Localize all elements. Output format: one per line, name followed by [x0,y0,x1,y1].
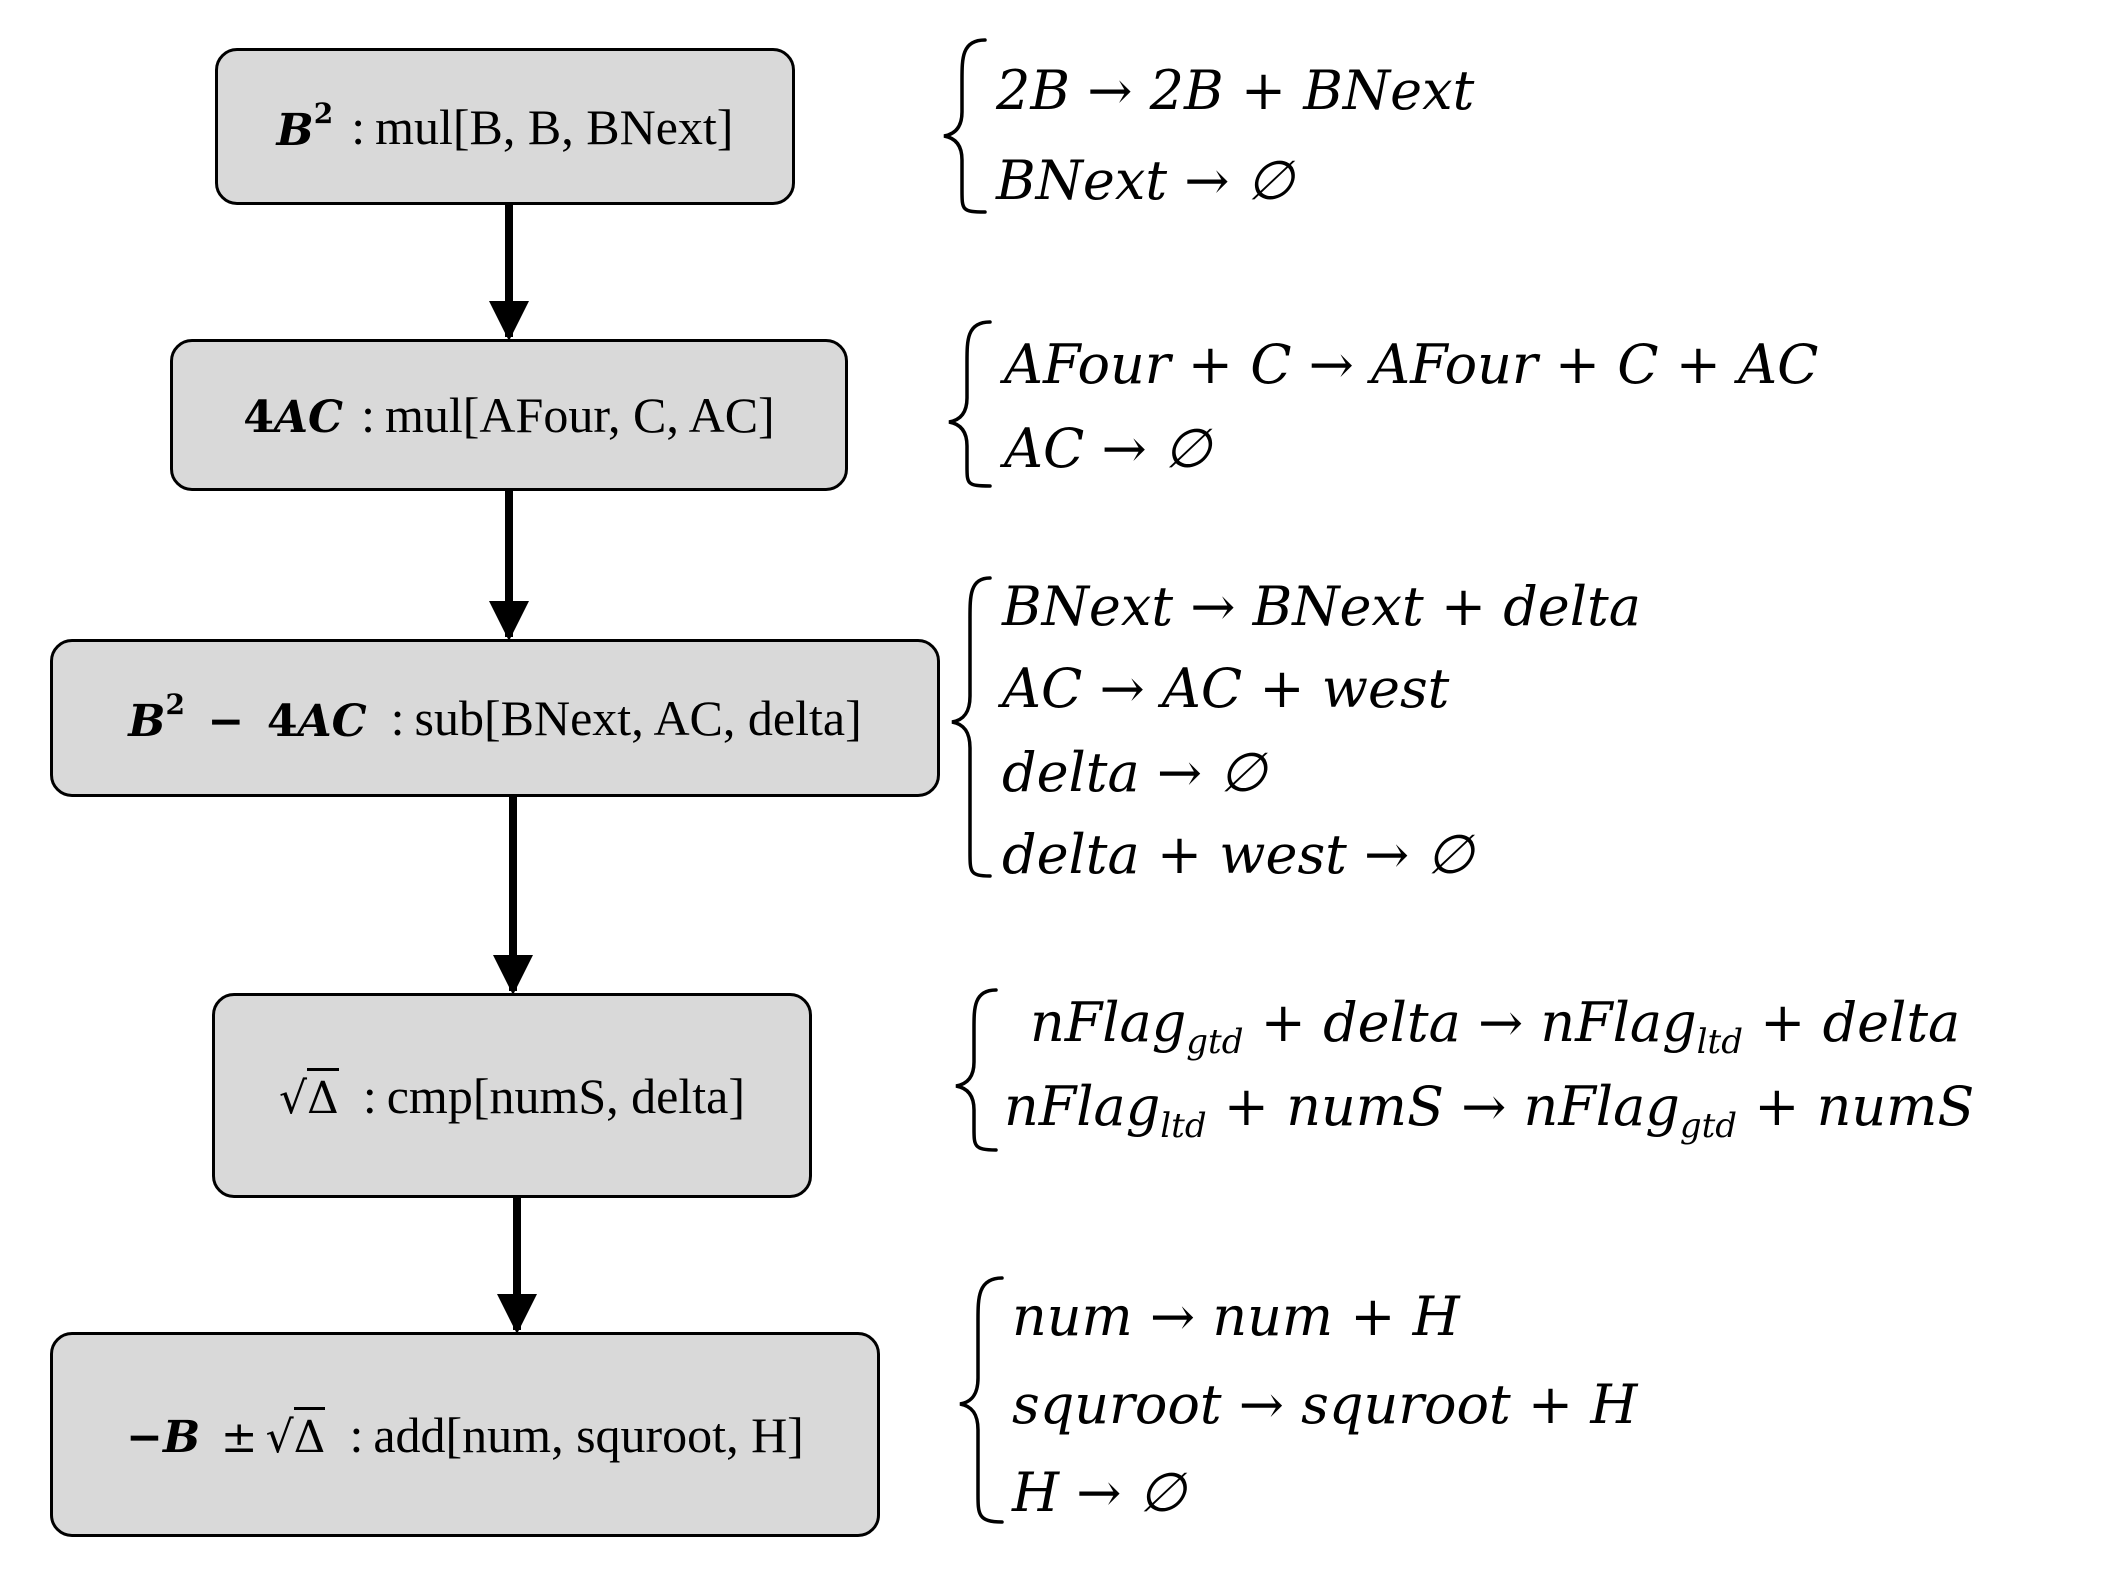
reaction-step4-line2: nFlagltd + numS → nFlaggtd + numS [1004,1075,1975,1146]
step-box-b-squared: B2 : mul[B, B, BNext] [215,48,795,205]
reaction-step1-line1: 2B → 2B + BNext [996,59,1475,122]
expr-four-ac: 4AC [243,392,344,443]
step-box-sqrt-delta: √Δ : cmp[numS, delta] [212,993,812,1198]
reaction-step2-line2: AC → ∅ [1004,417,1211,480]
reaction-braces [943,38,1004,1524]
reaction-step4-line1: nFlaggtd + delta → nFlagltd + delta [1030,991,1961,1062]
expr-sqrt-delta: √Δ [279,1067,339,1125]
brace-step3 [951,576,992,878]
step-command: add[num, squroot, H] [373,1406,804,1463]
step-command: sub[BNext, AC, delta] [414,690,862,746]
step-box-neg-b-pm-sqrt: −B ±√Δ : add[num, squroot, H] [50,1332,880,1537]
colon: : [349,1406,364,1463]
colon: : [390,690,405,746]
step-box-four-ac: 4AC : mul[AFour, C, AC] [170,339,848,491]
reaction-step5-line1: num → num + H [1012,1285,1460,1348]
reaction-step3-line3: delta → ∅ [1002,741,1267,804]
brace-step1 [943,38,987,214]
reaction-step5-line2: squroot → squroot + H [1012,1373,1638,1436]
brace-step4 [955,988,998,1152]
colon: : [351,98,366,155]
reaction-step1-line2: BNext → ∅ [996,149,1294,212]
step-box-discriminant: B2 − 4AC : sub[BNext, AC, delta] [50,639,940,797]
brace-step2 [948,320,992,488]
reaction-step2-line1: AFour + C → AFour + C + AC [1004,333,1819,396]
step-command: mul[AFour, C, AC] [385,387,775,443]
expr-neg-b-pm-sqrt: −B ±√Δ [126,1406,326,1464]
colon: : [361,387,375,443]
step-command: cmp[numS, delta] [386,1067,745,1124]
reaction-step3-line1: BNext → BNext + delta [1002,575,1641,638]
brace-step5 [959,1276,1004,1524]
expr-b-squared: B2 [276,96,334,156]
step-command: mul[B, B, BNext] [375,98,734,155]
colon: : [362,1067,377,1124]
reaction-step3-line2: AC → AC + west [1002,657,1450,720]
reaction-step5-line3: H → ∅ [1012,1461,1186,1524]
expr-discriminant: B2 − 4AC [128,688,367,747]
reaction-step3-line4: delta + west → ∅ [1002,823,1474,886]
